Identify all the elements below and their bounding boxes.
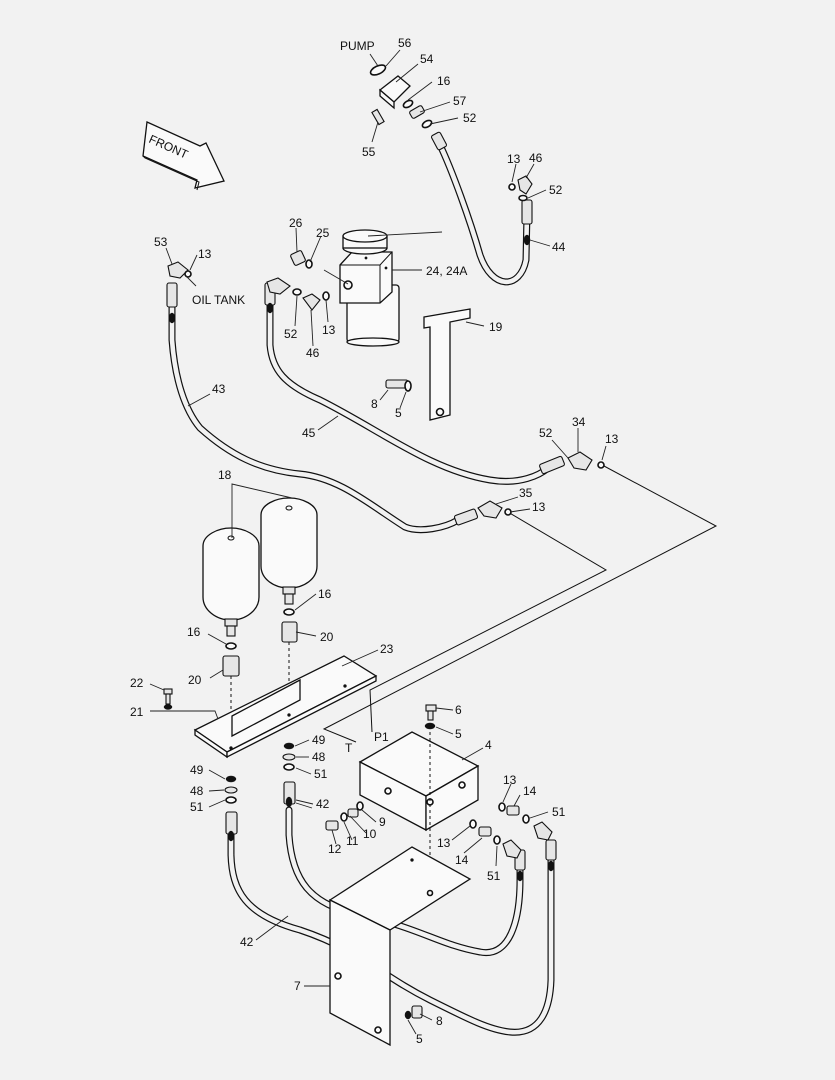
front-arrow: FRONT <box>142 121 225 191</box>
callout-20: 20 <box>320 630 334 644</box>
callout-25: 25 <box>316 226 330 240</box>
callout-48: 48 <box>190 784 204 798</box>
callout-8: 8 <box>371 397 378 411</box>
hose-45 <box>266 296 552 485</box>
callout-51: 51 <box>314 767 328 781</box>
callout-51: 51 <box>487 869 501 883</box>
callout-13: 13 <box>322 323 336 337</box>
label-pump: PUMP <box>340 39 375 53</box>
pressure-lines <box>322 465 718 743</box>
bracket-7 <box>328 846 472 1047</box>
callout-14: 14 <box>523 784 537 798</box>
label-oil-tank: OIL TANK <box>192 293 245 307</box>
callout-42: 42 <box>240 935 254 949</box>
callout-26: 26 <box>289 216 303 230</box>
valve-block-4 <box>358 726 480 895</box>
callout-57: 57 <box>453 94 467 108</box>
callout-55: 55 <box>362 145 376 159</box>
bolt-8-lower <box>404 1005 423 1020</box>
seals-left-stack <box>224 742 296 804</box>
callout-14: 14 <box>455 853 469 867</box>
port-t: T <box>345 741 353 755</box>
callout-24-24a: 24, 24A <box>426 264 467 278</box>
callout-6: 6 <box>455 703 462 717</box>
callout-21: 21 <box>130 705 144 719</box>
filter-assembly <box>339 229 400 347</box>
callout-13: 13 <box>532 500 546 514</box>
callout-42: 42 <box>316 797 330 811</box>
accumulator-right <box>260 497 318 605</box>
callout-8: 8 <box>436 1014 443 1028</box>
callout-16: 16 <box>437 74 451 88</box>
callout-48: 48 <box>312 750 326 764</box>
callout-18: 18 <box>218 468 232 482</box>
port-p1: P1 <box>374 730 389 744</box>
callout-7: 7 <box>294 979 301 993</box>
callout-49: 49 <box>312 733 326 747</box>
callout-43: 43 <box>212 382 226 396</box>
callout-46: 46 <box>306 346 320 360</box>
callout-4: 4 <box>485 738 492 752</box>
callout-52: 52 <box>284 327 298 341</box>
callout-16: 16 <box>187 625 201 639</box>
block-fittings <box>325 801 553 859</box>
callout-51: 51 <box>190 800 204 814</box>
bracket-plate-23 <box>193 655 378 759</box>
callout-13: 13 <box>507 152 521 166</box>
callout-22: 22 <box>130 676 144 690</box>
callout-5: 5 <box>455 727 462 741</box>
callout-49: 49 <box>190 763 204 777</box>
callout-52: 52 <box>549 183 563 197</box>
callout-13: 13 <box>605 432 619 446</box>
callout-53: 53 <box>154 235 168 249</box>
callout-46: 46 <box>529 151 543 165</box>
callout-52: 52 <box>539 426 553 440</box>
bracket-19 <box>423 308 471 421</box>
bolt-22 <box>163 688 173 710</box>
hose-ferrules <box>166 131 565 871</box>
callout-13: 13 <box>437 836 451 850</box>
callout-12: 12 <box>328 842 342 856</box>
hose-44 <box>436 141 531 286</box>
hose-42-left <box>227 826 555 1036</box>
callout-44: 44 <box>552 240 566 254</box>
callout-52: 52 <box>463 111 477 125</box>
pump-fittings <box>369 64 433 129</box>
accumulator-left <box>202 527 260 637</box>
callout-34: 34 <box>572 415 586 429</box>
callout-51: 51 <box>552 805 566 819</box>
callout-13: 13 <box>503 773 517 787</box>
hose-dark-bands <box>168 234 555 882</box>
callout-56: 56 <box>398 36 412 50</box>
callout-13: 13 <box>198 247 212 261</box>
callout-23: 23 <box>380 642 394 656</box>
hose-42-middle <box>285 806 524 957</box>
callout-20: 20 <box>188 673 202 687</box>
leader-lines <box>149 49 607 1035</box>
callout-35: 35 <box>519 486 533 500</box>
callout-11: 11 <box>346 834 359 848</box>
callout-labels: PUMP 56 54 16 57 52 55 13 46 52 44 26 25… <box>130 36 619 1046</box>
callout-5: 5 <box>416 1032 423 1046</box>
elbow-46-upper <box>508 175 533 202</box>
callout-54: 54 <box>420 52 434 66</box>
callout-9: 9 <box>379 815 386 829</box>
hose-43 <box>168 286 462 534</box>
callout-5: 5 <box>395 406 402 420</box>
callout-45: 45 <box>302 426 316 440</box>
filter-fittings <box>167 250 412 392</box>
elbow-34 <box>567 451 605 471</box>
elbow-35 <box>477 500 512 519</box>
bolt-6 <box>424 704 437 730</box>
callout-19: 19 <box>489 320 503 334</box>
callout-16: 16 <box>318 587 332 601</box>
callout-10: 10 <box>363 827 377 841</box>
